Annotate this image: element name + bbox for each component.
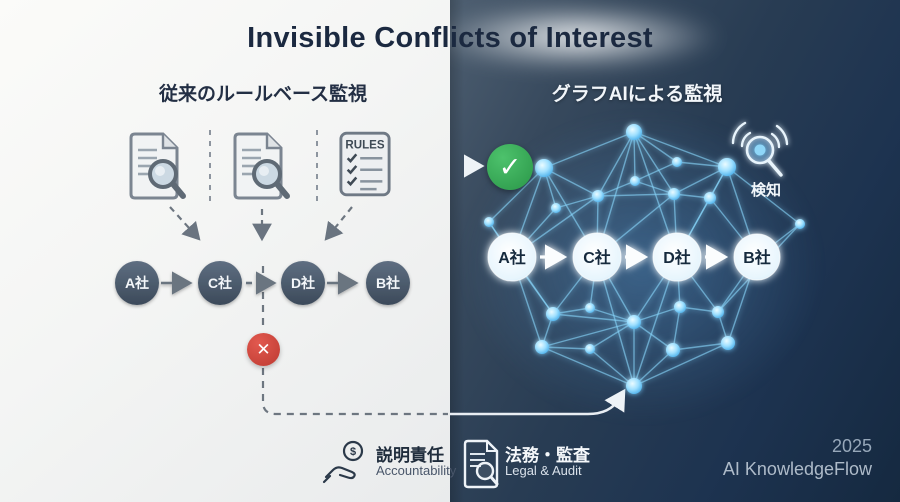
rule-icon-separators [209,130,318,203]
blocked-path-dashed [261,266,448,416]
svg-text:C社: C社 [583,248,611,267]
document-search-icon-2 [233,132,290,200]
right-section-header: グラフAIによる監視 [551,84,723,105]
chain-node-c: C社 [198,261,242,305]
chain-node-a: A社 [115,261,159,305]
left-chain: A社 C社 D社 B社 [115,261,410,305]
check-icon: ✓ [498,151,522,182]
panel-divider [450,0,464,502]
title-glow [432,4,722,70]
chain-node-b: B社 [366,261,410,305]
left-panel-background [0,0,450,502]
left-section-header: 従来のルールベース監視 [158,84,368,105]
svg-text:A社: A社 [125,275,149,291]
document-search-icon-1 [129,132,186,200]
svg-text:B社: B社 [376,275,400,291]
footer-brand: AI KnowledgeFlow [722,459,872,479]
rules-checklist-icon: RULES [339,131,391,197]
graph-node-b: B社 [733,233,781,281]
approved-check-badge: ✓ [487,144,533,190]
rules-label: RULES [345,140,384,152]
chain-node-d: D社 [281,261,325,305]
blocked-x-badge: ✕ [247,333,280,366]
network-edges [488,131,801,387]
detection-label: 検知 [751,181,781,199]
svg-text:C社: C社 [208,275,232,291]
svg-text:A社: A社 [498,248,526,267]
accountability-coin-hand-icon: $ [322,440,364,484]
graph-node-c: C社 [572,232,622,282]
svg-text:B社: B社 [743,248,771,267]
page-title: Invisible Conflicts of Interest [247,22,653,54]
footer-year: 2025 [831,436,872,456]
network-labeled-nodes: A社 C社 D社 B社 [487,232,781,282]
svg-text:D社: D社 [291,275,315,291]
legal-label-jp: 法務・監査 [505,446,590,465]
graph-node-a: A社 [487,232,537,282]
graph-node-d: D社 [652,232,702,282]
dollar-symbol: $ [350,446,356,458]
legal-label-en: Legal & Audit [505,463,582,478]
accountability-label-en: Accountability [376,463,457,478]
path-into-network [450,388,626,416]
x-icon: ✕ [256,339,271,359]
accountability-label-jp: 説明責任 [376,446,444,465]
detection-icon [731,121,789,177]
icon-to-chain-arrows [169,206,353,242]
network-nodes [484,124,805,394]
legal-audit-document-icon [463,439,499,489]
svg-text:D社: D社 [663,248,691,267]
